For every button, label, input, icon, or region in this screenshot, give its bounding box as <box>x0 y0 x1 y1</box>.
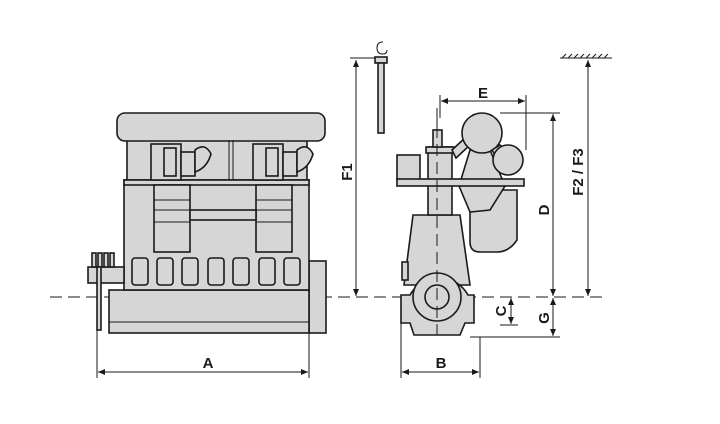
dimension-label-a: A <box>203 355 214 372</box>
dimension-label-f1: F1 <box>339 163 356 181</box>
exhaust-manifold <box>116 112 326 142</box>
dimension-label-d: D <box>536 204 553 215</box>
front-pump <box>87 266 125 284</box>
platform <box>396 178 525 187</box>
turbocharger <box>461 112 503 154</box>
engine-end-view <box>396 108 525 336</box>
dimension-label-e: E <box>478 85 488 102</box>
engine-side-view <box>87 112 327 334</box>
dimension-label-g: G <box>536 312 553 324</box>
dimension-label-c: C <box>493 305 510 316</box>
dimension-label-b: B <box>436 355 447 372</box>
charge-air-cooler <box>492 144 524 176</box>
crane-hook-icon <box>374 41 388 134</box>
ceiling-hatch <box>560 53 612 59</box>
flywheel-housing <box>308 260 327 334</box>
control-box <box>396 154 421 181</box>
crankcase <box>108 289 310 334</box>
inspection-ports <box>131 257 301 286</box>
dimension-label-f2-f3: F2 / F3 <box>570 148 587 196</box>
